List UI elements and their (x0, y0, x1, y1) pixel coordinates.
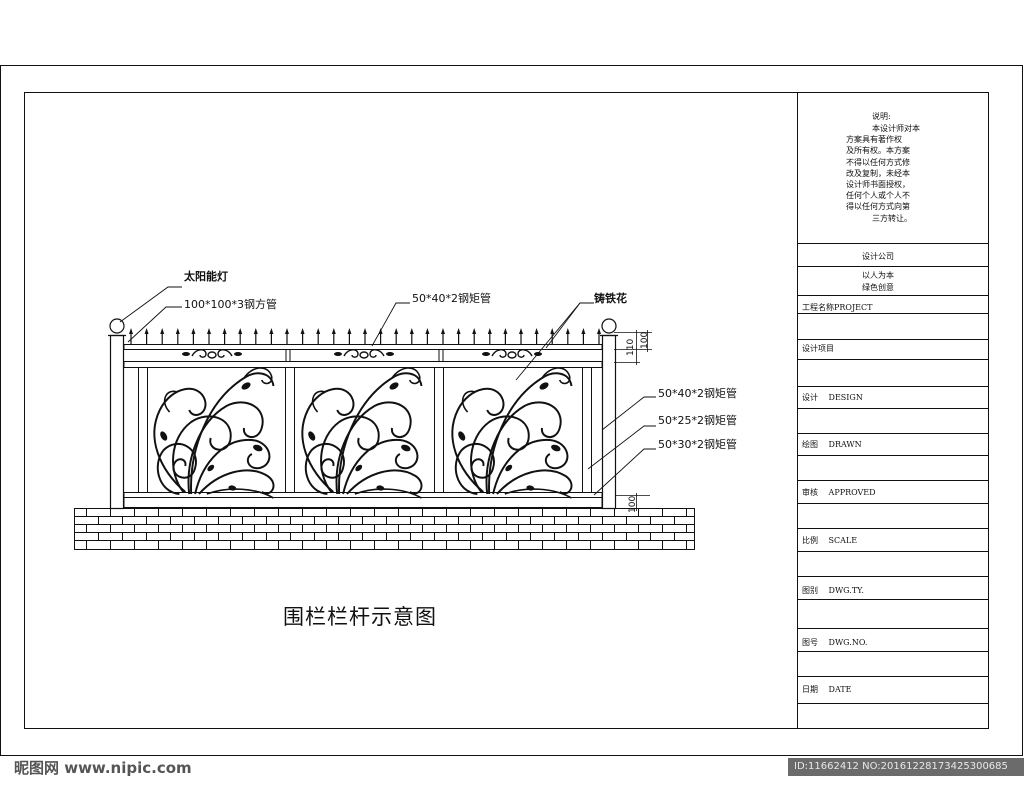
title-block-grid (797, 92, 989, 729)
notice-title: 说明: (872, 112, 891, 121)
designer-line-1: 以人为本 (862, 271, 894, 280)
label-solar-lamp: 太阳能灯 (184, 270, 228, 283)
cast-iron-scroll-panel-2 (301, 366, 423, 499)
label-top-rail: 50*40*2钢矩管 (412, 292, 491, 305)
label-rail-a: 50*40*2钢矩管 (658, 387, 737, 400)
dimension-top-b: 100 (640, 331, 650, 349)
notice-line: 及所有权。本方案 (846, 146, 910, 156)
cast-iron-scroll-panel-1 (153, 366, 275, 499)
drawing-inner-border (24, 92, 989, 729)
drawing-title: 围栏栏杆示意图 (283, 605, 437, 629)
field-design: 设计 DESIGN (802, 393, 863, 402)
dimension-bottom: 100 (628, 495, 638, 513)
field-project: 工程名称PROJECT (802, 303, 873, 312)
notice-line: 设计师书面授权， (846, 180, 910, 190)
brick-base-wall (74, 508, 695, 550)
cast-iron-scroll-panel-3 (451, 366, 573, 499)
notice-line: 得以任何方式向第 (846, 202, 910, 212)
field-project-item: 设计项目 (802, 344, 834, 353)
fence-rails (123, 344, 603, 508)
designer-line-2: 绿色创意 (862, 283, 894, 292)
designer-header: 设计公司 (862, 252, 894, 261)
field-drawn: 绘图 DRAWN (802, 440, 862, 449)
field-date: 日期 DATE (802, 685, 852, 694)
fence-posts (108, 318, 618, 510)
spear-finials (128, 327, 602, 345)
top-rail-ornaments (181, 349, 543, 359)
dimension-marks (614, 330, 652, 511)
watermark-brand: 昵图网 www.nipic.com (14, 759, 192, 777)
notice-line: 改及复制，未经本 (846, 168, 910, 178)
notice-line: 三方转让。 (872, 213, 912, 223)
field-scale: 比例 SCALE (802, 536, 858, 545)
dimension-top-a: 110 (626, 338, 636, 356)
label-rail-c: 50*30*2钢矩管 (658, 438, 737, 451)
notice-line: 本设计师对本 (872, 124, 920, 133)
watermark-id: ID:11662412 NO:20161228173425300685 (788, 758, 1024, 776)
field-approved: 审核 APPROVED (802, 488, 876, 497)
label-cast-iron-flower: 铸铁花 (594, 292, 627, 305)
notice-line: 任何个人或个人不 (846, 191, 910, 201)
label-rail-b: 50*25*2钢矩管 (658, 414, 737, 427)
notice-text: 本设计师对本 方案具有著作权 及所有权。本方案 不得以任何方式修 改及复制，未经… (846, 123, 938, 224)
notice-line: 不得以任何方式修 (846, 157, 910, 167)
sheet-outer-border (0, 65, 1023, 756)
field-dwg-type: 图别 DWG.TY. (802, 586, 864, 595)
notice-line: 方案具有著作权 (846, 135, 902, 145)
field-dwg-no: 图号 DWG.NO. (802, 638, 868, 647)
leader-lines (119, 286, 656, 496)
label-square-post: 100*100*3钢方管 (184, 298, 277, 311)
